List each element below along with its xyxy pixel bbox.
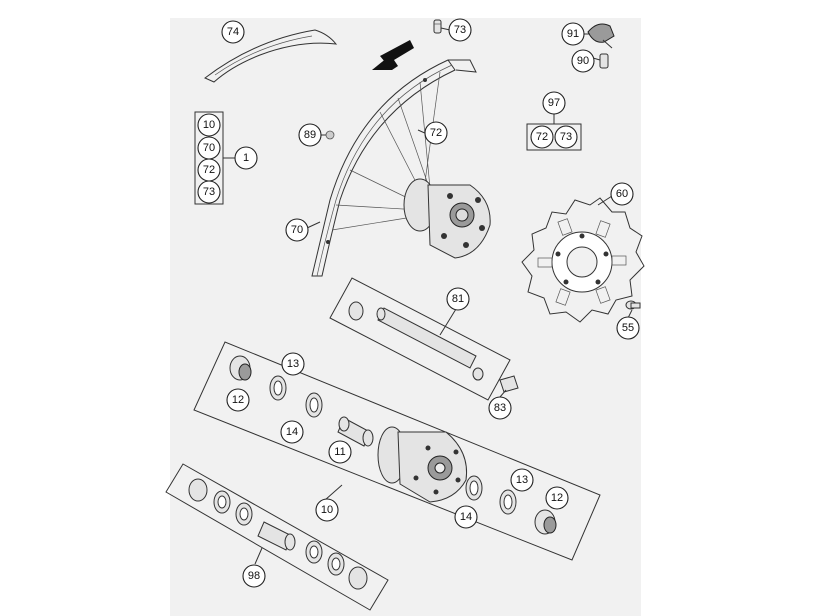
svg-text:89: 89 <box>304 129 316 141</box>
svg-text:10: 10 <box>321 504 333 516</box>
callout-55: 55 <box>616 316 640 340</box>
valve-parts <box>587 23 615 69</box>
callout-73-top: 73 <box>448 18 472 42</box>
callout-81: 81 <box>446 287 470 311</box>
callout-97-72: 72 <box>530 125 554 149</box>
svg-text:73: 73 <box>560 131 572 143</box>
callout-91: 91 <box>561 22 585 46</box>
svg-text:72: 72 <box>536 131 548 143</box>
svg-text:97: 97 <box>548 97 560 109</box>
callout-90: 90 <box>571 49 595 73</box>
spoke-nipple-part <box>433 19 442 34</box>
disc-screw-part <box>625 300 641 310</box>
svg-text:73: 73 <box>203 186 215 198</box>
callout-1-10: 10 <box>197 113 221 137</box>
svg-text:72: 72 <box>430 127 442 139</box>
callout-74: 74 <box>221 20 245 44</box>
rim-tape-part <box>204 29 338 83</box>
svg-text:74: 74 <box>227 26 239 38</box>
svg-text:55: 55 <box>622 322 634 334</box>
svg-text:11: 11 <box>334 446 345 458</box>
svg-text:70: 70 <box>203 142 215 154</box>
front-wheel-rim <box>311 59 491 277</box>
svg-text:73: 73 <box>454 24 466 36</box>
callout-1-73: 73 <box>197 180 221 204</box>
svg-text:1: 1 <box>243 152 249 164</box>
callout-11: 11 <box>328 440 352 464</box>
svg-text:91: 91 <box>567 28 579 40</box>
callout-98: 98 <box>242 564 266 588</box>
brake-disc <box>521 197 645 323</box>
svg-text:83: 83 <box>494 402 506 414</box>
balance-weight-part <box>325 130 335 140</box>
callout-1-70: 70 <box>197 136 221 160</box>
callout-1: 1 <box>234 146 258 170</box>
callout-10: 10 <box>315 498 339 522</box>
spacer-kit-group <box>329 277 519 401</box>
callout-12-right: 12 <box>545 486 569 510</box>
callout-72-rim: 72 <box>424 121 448 145</box>
svg-text:14: 14 <box>460 511 472 523</box>
svg-text:81: 81 <box>452 293 464 305</box>
callout-14-left: 14 <box>280 420 304 444</box>
svg-text:10: 10 <box>203 119 215 131</box>
svg-text:60: 60 <box>616 188 628 200</box>
callout-70-rim: 70 <box>285 218 309 242</box>
callout-13-right: 13 <box>510 468 534 492</box>
callout-12-left: 12 <box>226 388 250 412</box>
svg-text:13: 13 <box>287 358 299 370</box>
svg-text:14: 14 <box>286 426 298 438</box>
svg-text:98: 98 <box>248 570 260 582</box>
hub-assembly-group <box>193 341 601 561</box>
nipple-kit-box <box>526 114 582 151</box>
svg-text:90: 90 <box>577 55 589 67</box>
svg-text:12: 12 <box>232 394 244 406</box>
svg-text:12: 12 <box>551 492 563 504</box>
svg-text:13: 13 <box>516 474 528 486</box>
callout-97-73: 73 <box>554 125 578 149</box>
callout-13-left: 13 <box>281 352 305 376</box>
callout-1-72: 72 <box>197 158 221 182</box>
rotation-direction-arrow <box>372 40 414 70</box>
callout-89: 89 <box>298 123 322 147</box>
bearing-kit-group <box>165 463 389 611</box>
svg-text:70: 70 <box>291 224 303 236</box>
callout-97: 97 <box>542 91 566 115</box>
callout-14-right: 14 <box>454 505 478 529</box>
svg-text:72: 72 <box>203 164 215 176</box>
callout-83: 83 <box>488 396 512 420</box>
callout-60: 60 <box>610 182 634 206</box>
